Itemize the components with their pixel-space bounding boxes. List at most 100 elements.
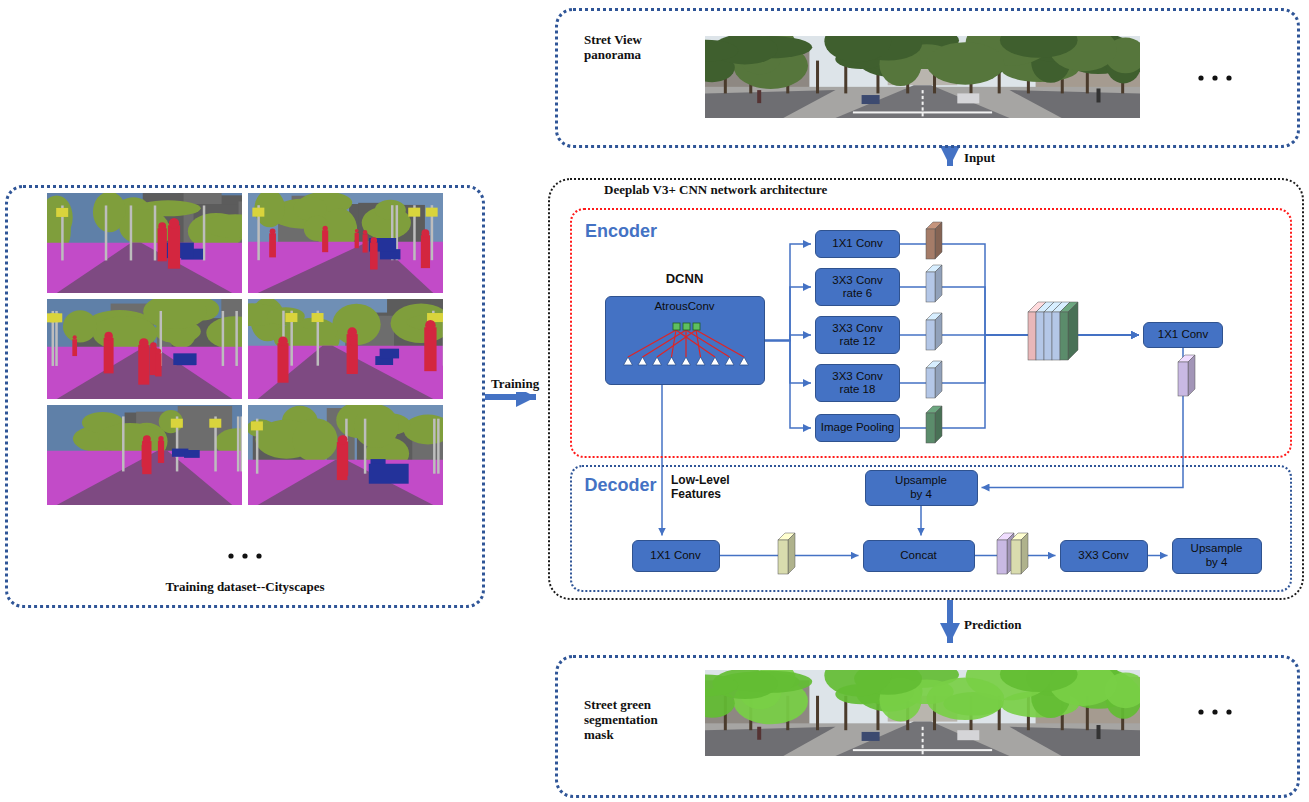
connector xyxy=(765,244,811,341)
illustration-shape xyxy=(104,338,114,373)
illustration-shape xyxy=(371,237,377,243)
box-label: 3X3 Conv rate 6 xyxy=(827,274,889,300)
atrous-link xyxy=(676,330,715,357)
conv-box: 3X3 Conv rate 6 xyxy=(815,268,900,306)
illustration-shape xyxy=(155,353,162,376)
illustration-shape xyxy=(370,243,378,270)
illustration-shape xyxy=(424,327,436,371)
ellipsis-dot xyxy=(228,553,233,558)
illustration-shape xyxy=(168,225,180,268)
illustration-shape xyxy=(50,313,62,322)
illustration-shape xyxy=(47,243,242,293)
illustration-shape xyxy=(403,415,443,445)
edge-label: Prediction xyxy=(963,618,1023,633)
feature-map xyxy=(926,265,942,302)
illustration-shape xyxy=(369,464,409,484)
box-label: DCNN xyxy=(606,272,763,286)
illustration-shape xyxy=(57,243,233,293)
illustration-shape xyxy=(1188,355,1195,396)
illustration-shape xyxy=(926,413,935,443)
illustration-shape xyxy=(922,107,924,110)
illustration-shape xyxy=(292,418,337,462)
illustration-shape xyxy=(277,343,288,383)
illustration-shape xyxy=(922,751,924,754)
illustration-shape xyxy=(138,345,149,385)
illustration-shape xyxy=(1068,302,1078,360)
atrous-input xyxy=(667,357,676,365)
illustration-shape xyxy=(926,320,935,350)
encoder-block: EncoderDCNNAtrousConv 1X1 Conv 3X3 Conv ra… xyxy=(570,208,1292,458)
illustration-shape xyxy=(1036,312,1044,360)
illustration-shape xyxy=(139,338,149,348)
illustration-shape xyxy=(836,722,1010,756)
illustration-shape xyxy=(312,313,324,322)
illustration-shape xyxy=(957,730,979,740)
illustration-shape xyxy=(363,234,368,252)
illustration-shape xyxy=(426,208,438,217)
ellipsis-dot xyxy=(1198,709,1203,714)
connector xyxy=(920,506,922,536)
illustration-shape xyxy=(1052,312,1060,360)
connector xyxy=(765,341,811,384)
illustration-shape xyxy=(922,102,924,105)
box-label: Concat xyxy=(900,549,936,562)
illustration-shape xyxy=(337,442,348,480)
illustration-shape xyxy=(757,727,761,740)
illustration-shape xyxy=(158,228,167,261)
illustration-shape xyxy=(354,405,399,448)
dcnn-box: DCNNAtrousConv xyxy=(605,296,765,385)
illustration-shape xyxy=(169,218,179,228)
illustration-shape xyxy=(158,441,164,463)
atrous-kernel xyxy=(693,323,700,330)
illustration-shape xyxy=(323,226,328,231)
connector xyxy=(1148,555,1168,557)
illustration-shape xyxy=(158,436,163,441)
illustration-shape xyxy=(171,419,183,428)
illustration-shape xyxy=(836,85,1010,118)
illustration-shape xyxy=(425,320,436,331)
panel-label: Stret View panorama xyxy=(584,33,684,63)
illustration-shape xyxy=(1178,362,1188,396)
edge-label: Low-Level Features xyxy=(671,474,745,502)
ellipsis-dot xyxy=(1212,75,1217,80)
illustration-shape xyxy=(184,450,200,458)
box-label: Upsample by 4 xyxy=(890,474,952,500)
illustration-shape xyxy=(926,368,935,398)
feature-map xyxy=(1011,533,1028,574)
pooling-box: Image Pooling xyxy=(815,414,900,442)
atrous-kernel xyxy=(673,323,680,330)
illustration-shape xyxy=(203,214,242,238)
illustration-shape xyxy=(130,205,133,260)
ellipsis-dot xyxy=(1212,709,1217,714)
illustration-shape xyxy=(159,410,183,433)
illustration-shape xyxy=(258,242,434,293)
illustration-shape xyxy=(824,670,891,696)
dataset-panel: Training dataset--Cityscapes xyxy=(5,185,485,608)
illustration-shape xyxy=(1010,727,1141,756)
upsample-box: Upsample by 4 xyxy=(1172,538,1262,574)
illustration-shape xyxy=(922,90,924,93)
atrous-input xyxy=(740,357,749,365)
illustration-shape xyxy=(922,96,924,99)
panel-label: Encoder xyxy=(585,222,705,242)
illustration-shape xyxy=(142,441,151,474)
illustration-shape xyxy=(816,696,819,730)
ellipsis-dot xyxy=(242,553,247,558)
illustration-shape xyxy=(1000,36,1078,58)
conv-box: 1X1 Conv xyxy=(1143,322,1223,348)
feature-map xyxy=(778,533,795,574)
network-frame: Deeplab V3+ CNN network architectureEnco… xyxy=(548,178,1304,600)
connector xyxy=(947,600,953,643)
atrous-link xyxy=(672,330,677,357)
edge-label: Input xyxy=(963,151,996,166)
illustration-shape xyxy=(251,421,263,430)
illustration-shape xyxy=(143,435,151,443)
atrous-link xyxy=(643,330,687,357)
illustration-shape xyxy=(705,723,1140,756)
concat-box: Concat xyxy=(863,540,975,572)
illustration-shape xyxy=(935,406,942,443)
ellipsis-dot xyxy=(1226,709,1231,714)
illustration-shape xyxy=(862,732,880,741)
conv-box: 1X1 Conv xyxy=(815,230,900,258)
